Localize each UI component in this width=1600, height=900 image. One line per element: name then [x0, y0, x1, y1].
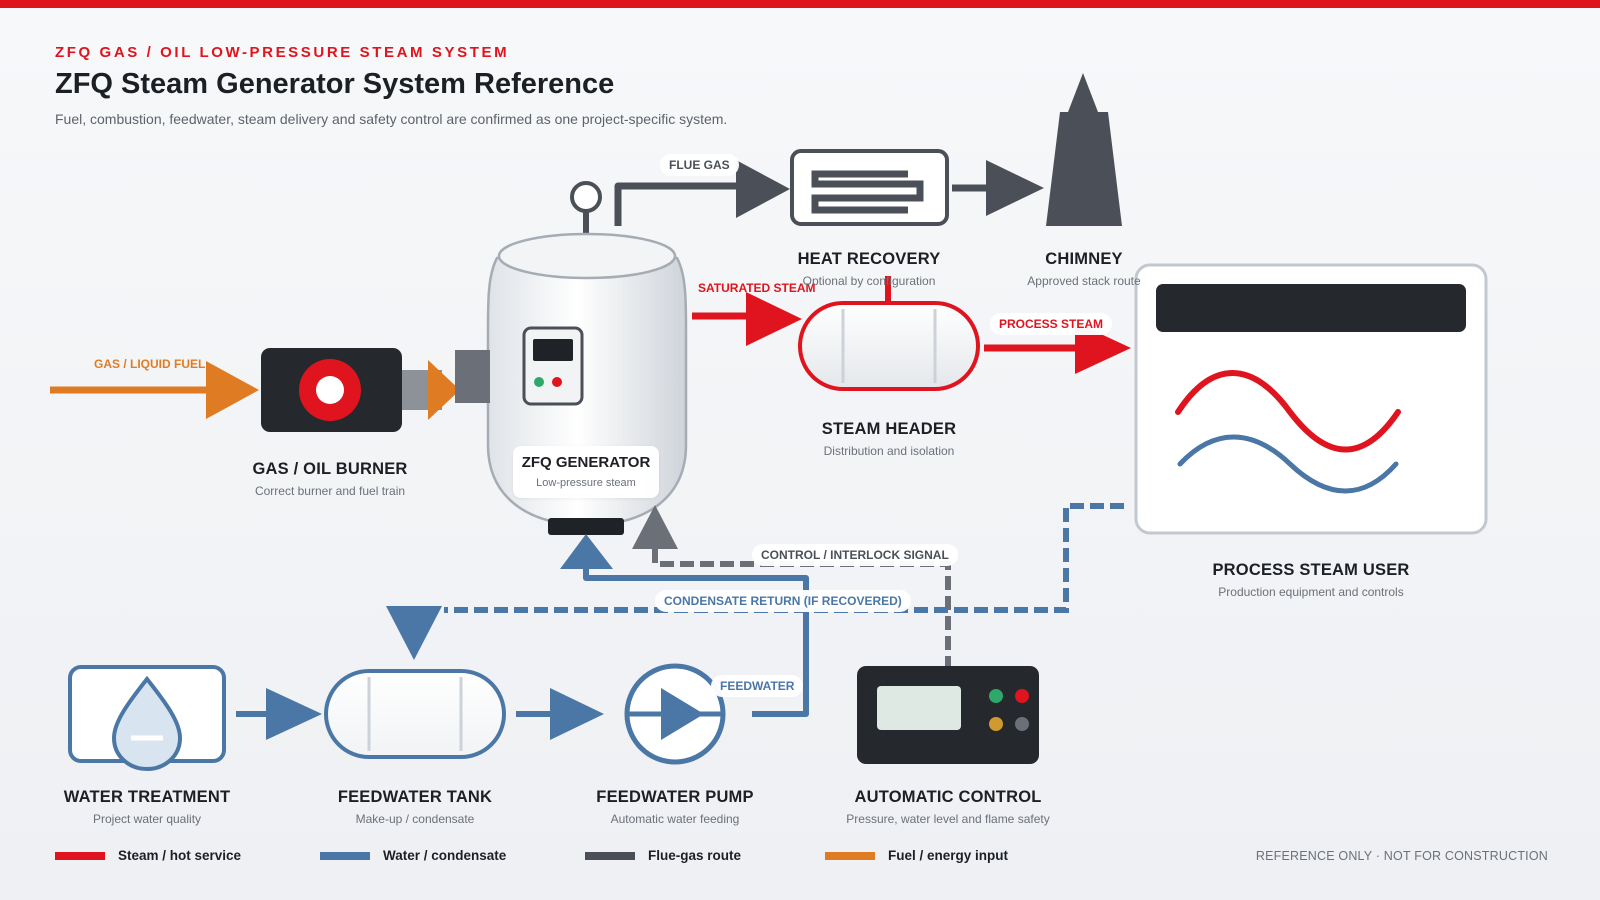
process-user-desc: Production equipment and controls — [1218, 585, 1404, 599]
heat-recovery-desc: Optional by configuration — [802, 274, 936, 288]
water-treatment-name: WATER TREATMENT — [63, 788, 231, 806]
legend-water: Water / condensate — [320, 848, 506, 863]
feedwater-line — [560, 534, 809, 717]
legend-flue-label: Flue-gas route — [648, 848, 742, 863]
legend-fuel-label: Fuel / energy input — [888, 848, 1009, 863]
feedwater-tank-desc: Make-up / condensate — [355, 812, 475, 826]
process-user-name: PROCESS STEAM USER — [1212, 561, 1410, 579]
heat-recovery-name: HEAT RECOVERY — [797, 250, 941, 268]
legend-fuel-swatch — [825, 851, 875, 860]
legend-steam: Steam / hot service — [55, 848, 241, 863]
gas-oil-burner — [261, 348, 490, 432]
process-steam-user-panel — [1134, 263, 1488, 535]
heat-recovery-label: HEAT RECOVERY Optional by configuration — [798, 250, 941, 288]
fuel-line — [50, 361, 259, 419]
page-subtitle: Fuel, combustion, feedwater, steam deliv… — [55, 111, 728, 127]
chimney-icon — [1046, 73, 1122, 226]
feedwater-tank-label: FEEDWATER TANK Make-up / condensate — [338, 788, 492, 826]
feedwater-pump-label: FEEDWATER PUMP Automatic water feeding — [596, 788, 753, 826]
chimney-desc: Approved stack route — [1027, 274, 1141, 288]
steam-header-desc: Distribution and isolation — [823, 444, 955, 458]
chimney-label: CHIMNEY Approved stack route — [1027, 250, 1140, 288]
feedwater-pump-desc: Automatic water feeding — [610, 812, 740, 826]
burner-label: GAS / OIL BURNER Correct burner and fuel… — [252, 460, 407, 498]
page-title: ZFQ Steam Generator System Reference — [55, 68, 615, 100]
water-treatment-unit — [68, 665, 226, 772]
flue-gas-tag: FLUE GAS — [660, 154, 739, 176]
tank-to-pump-line — [516, 688, 604, 740]
water-treatment-desc: Project water quality — [92, 812, 202, 826]
water-treatment-label: WATER TREATMENT Project water quality — [64, 788, 230, 826]
feedwater-pump-icon — [624, 663, 726, 765]
generator-label-card: ZFQ GENERATOR Low-pressure steam — [513, 446, 659, 498]
chimney-name: CHIMNEY — [1045, 250, 1123, 268]
generator-name: ZFQ GENERATOR — [521, 454, 651, 471]
condensate-return-tag: CONDENSATE RETURN (IF RECOVERED) — [655, 590, 911, 612]
automatic-control-desc: Pressure, water level and flame safety — [846, 812, 1050, 826]
feedwater-pump-name: FEEDWATER PUMP — [596, 788, 754, 806]
feedwater-tank-name: FEEDWATER TANK — [337, 788, 493, 806]
heat-recovery-unit — [790, 149, 949, 226]
control-interlock-line — [632, 505, 951, 666]
process-user-label: PROCESS STEAM USER Production equipment … — [1212, 561, 1409, 599]
legend-fuel: Fuel / energy input — [825, 848, 1008, 863]
generator-desc: Low-pressure steam — [536, 477, 636, 489]
process-steam-line — [984, 322, 1131, 374]
flue-gas-line — [614, 160, 1044, 226]
legend-steam-label: Steam / hot service — [118, 848, 242, 863]
page-eyebrow: ZFQ GAS / OIL LOW-PRESSURE STEAM SYSTEM — [55, 44, 510, 61]
legend-water-swatch — [320, 851, 370, 860]
automatic-control-name: AUTOMATIC CONTROL — [854, 788, 1042, 806]
steam-header-vessel — [798, 301, 980, 391]
fuel-tag: GAS / LIQUID FUEL — [94, 357, 206, 371]
legend-flue: Flue-gas route — [585, 848, 741, 863]
feedwater-tag: FEEDWATER — [711, 675, 804, 697]
burner-desc: Correct burner and fuel train — [254, 484, 406, 498]
process-steam-tag: PROCESS STEAM — [990, 313, 1113, 335]
top-accent-bar — [0, 0, 1600, 8]
automatic-control-panel — [857, 666, 1039, 764]
legend-flue-swatch — [585, 851, 635, 860]
legend-steam-swatch — [55, 851, 105, 860]
burner-name: GAS / OIL BURNER — [252, 460, 408, 478]
condensate-return-line — [386, 503, 1124, 660]
automatic-control-label: AUTOMATIC CONTROL Pressure, water level … — [846, 788, 1049, 826]
steam-header-label: STEAM HEADER Distribution and isolation — [822, 420, 956, 458]
saturated-steam-line — [692, 276, 891, 346]
reference-footnote: REFERENCE ONLY · NOT FOR CONSTRUCTION — [1255, 849, 1548, 863]
treated-water-line — [236, 688, 322, 740]
control-signal-tag: CONTROL / INTERLOCK SIGNAL — [752, 544, 958, 566]
saturated-steam-tag: SATURATED STEAM — [698, 281, 816, 295]
feedwater-tank-vessel — [324, 669, 506, 759]
steam-header-name: STEAM HEADER — [821, 420, 957, 438]
legend-water-label: Water / condensate — [383, 848, 507, 863]
